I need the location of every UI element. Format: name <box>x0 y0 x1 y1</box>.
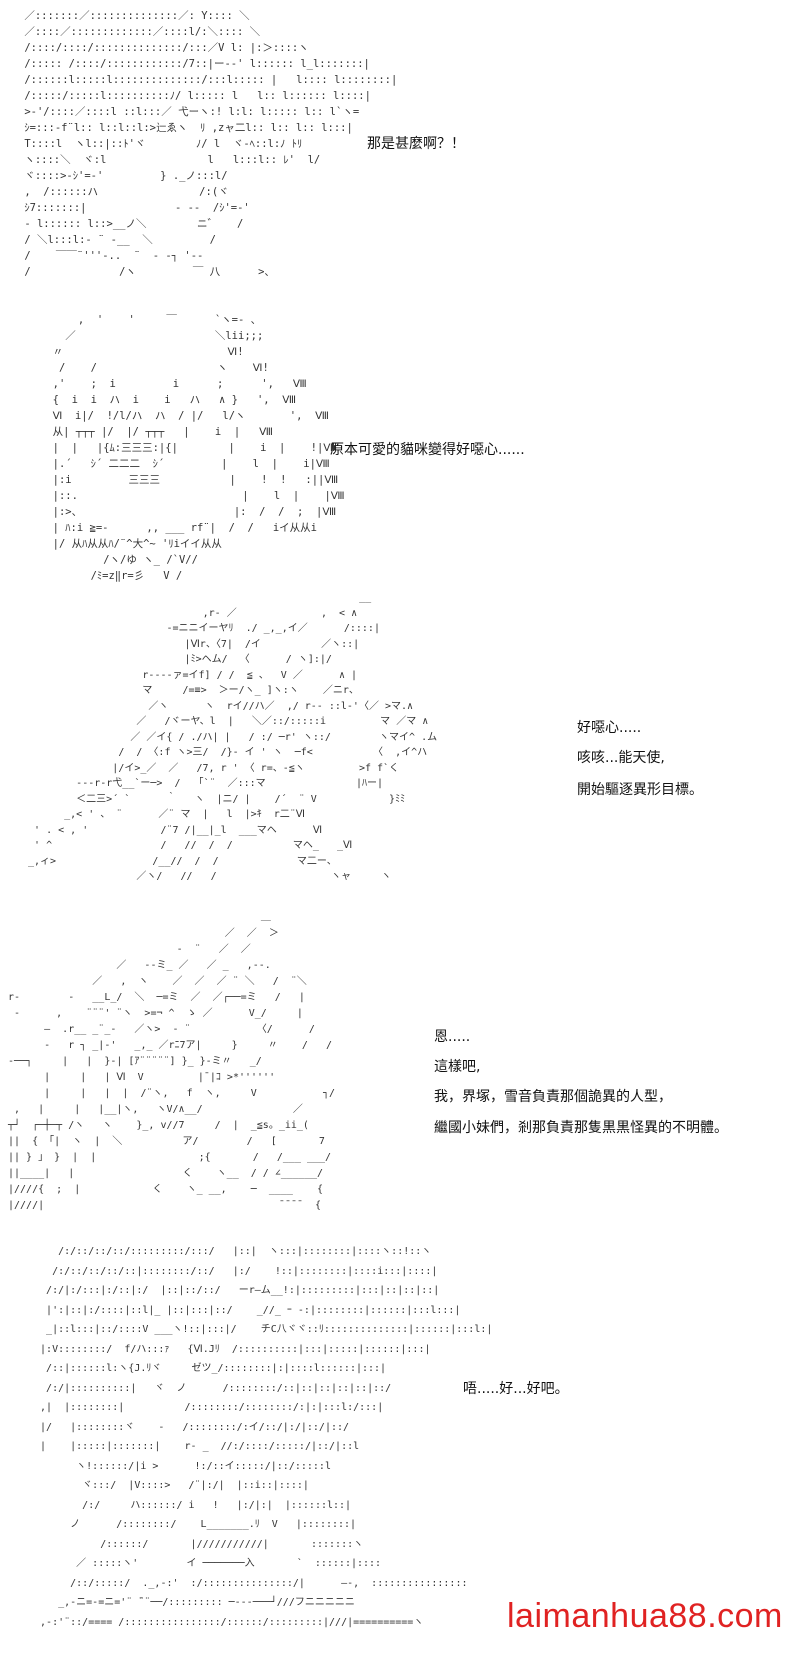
ascii-art-figure: ／:::::::／::::::::::::::／: Y:::: ＼ ／::::／… <box>24 10 398 278</box>
dialogue-line: 唔.....好...好吧。 <box>463 1381 569 1397</box>
ascii-art-figure: , ' ' ￣ `ヽ=- 、 ／ ＼lii;;; 〃 Ⅵ! / / ヽ Ⅵ! ,… <box>52 314 345 582</box>
dialogue-line: 好噁心..... <box>577 720 642 736</box>
dialogue-line: 我，界塚，雪音負責那個詭異的人型， <box>434 1089 672 1105</box>
dialogue-line: 繼國小妹們，剎那負責那隻黒黒怪異的不明體。 <box>434 1120 728 1136</box>
ascii-art-figure: /:/::/::/::/:::::::::/:::/ |::| ヽ:::|:::… <box>40 1246 493 1628</box>
dialogue-line: 那是甚麼啊？！ <box>367 136 465 152</box>
dialogue-line: 開始驅逐異形目標。 <box>577 782 703 798</box>
panel-1: ／:::::::／::::::::::::::／: Y:::: ＼ ／::::／… <box>0 0 800 290</box>
panel-2: , ' ' ￣ `ヽ=- 、 ／ ＼lii;;; 〃 Ⅵ! / / ヽ Ⅵ! ,… <box>0 290 800 590</box>
ascii-art-figure: __ ,r- ／ , < ∧ ‐=ニニイーヤﾘ ./ _,_,イ／ /::::|… <box>28 592 438 882</box>
panel-4: ＿ ／ ／ ＞ - ¨ ／ ／ ／ -‐ミ_ ／ ／ _ ,--. ／ , ヽ … <box>0 900 800 1230</box>
dialogue-line: 這樣吧, <box>434 1059 481 1075</box>
dialogue-line: 咳咳...能天使, <box>577 750 665 766</box>
dialogue-line: 恩..... <box>434 1029 471 1045</box>
dialogue-line: 原本可愛的貓咪變得好噁心...... <box>330 442 525 458</box>
ascii-art-figure: ＿ ／ ／ ＞ - ¨ ／ ／ ／ -‐ミ_ ／ ／ _ ,--. ／ , ヽ … <box>8 912 336 1211</box>
site-watermark: laimanhua88.com <box>507 1597 783 1635</box>
panel-3: __ ,r- ／ , < ∧ ‐=ニニイーヤﾘ ./ _,_,イ／ /::::|… <box>0 590 800 900</box>
panel-5: /:/::/::/::/:::::::::/:::/ |::| ヽ:::|:::… <box>0 1230 800 1667</box>
